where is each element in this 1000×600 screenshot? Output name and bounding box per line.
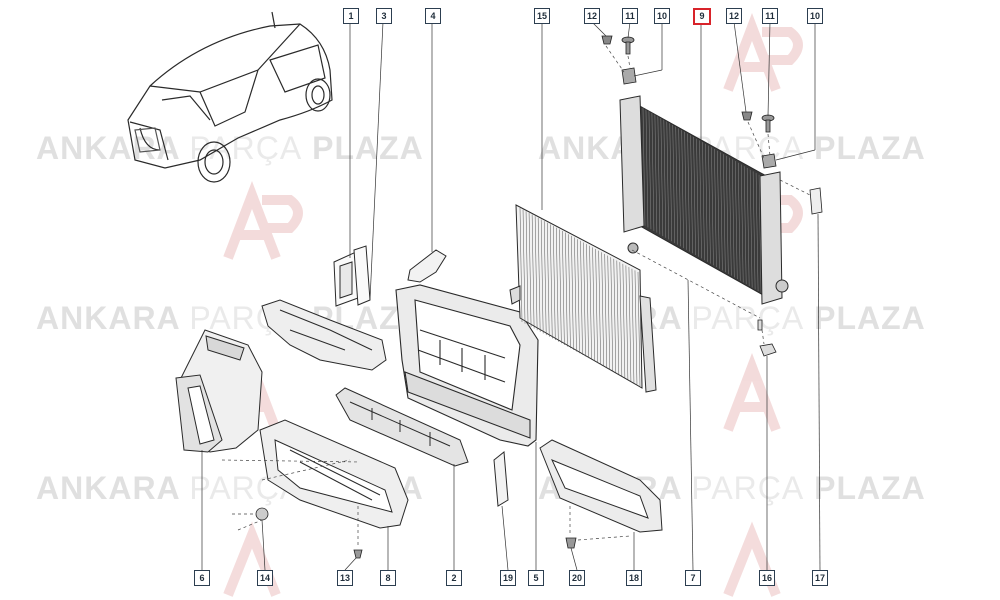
callout-13[interactable]: 13 xyxy=(337,570,353,586)
callout-1[interactable]: 1 xyxy=(343,8,359,24)
assembly-lines xyxy=(221,45,813,548)
part-4-seal xyxy=(407,249,447,283)
callout-12-right[interactable]: 12 xyxy=(726,8,742,24)
fastener-12b xyxy=(741,111,753,121)
fastener-11a xyxy=(621,36,635,55)
callout-19[interactable]: 19 xyxy=(500,570,516,586)
callout-11-right[interactable]: 11 xyxy=(762,8,778,24)
callout-18[interactable]: 18 xyxy=(626,570,642,586)
part-8-lower-frame xyxy=(259,419,409,529)
callout-10-right[interactable]: 10 xyxy=(807,8,823,24)
part-14-clip xyxy=(255,507,269,521)
callout-2[interactable]: 2 xyxy=(446,570,462,586)
callout-17[interactable]: 17 xyxy=(812,570,828,586)
part-20-clip xyxy=(565,537,577,549)
part-13-screw xyxy=(353,549,363,559)
callout-6[interactable]: 6 xyxy=(194,570,210,586)
part-17-clip xyxy=(809,187,823,215)
car-illustration xyxy=(127,11,333,183)
part-6-air-duct xyxy=(175,329,263,453)
callout-20[interactable]: 20 xyxy=(569,570,585,586)
part-15-condenser xyxy=(509,204,657,393)
part-2-deflector xyxy=(335,387,469,467)
callout-9-highlighted[interactable]: 9 xyxy=(693,8,711,25)
leader-lines xyxy=(201,21,821,571)
callout-5[interactable]: 5 xyxy=(528,570,544,586)
part-16-bushing xyxy=(757,319,777,357)
callout-4[interactable]: 4 xyxy=(425,8,441,24)
callout-12-left[interactable]: 12 xyxy=(584,8,600,24)
fastener-11b xyxy=(761,114,775,133)
fastener-10a xyxy=(621,67,637,85)
part-5-front-carrier xyxy=(395,284,539,447)
part-9-radiator xyxy=(619,95,789,305)
callout-3[interactable]: 3 xyxy=(376,8,392,24)
callout-15[interactable]: 15 xyxy=(534,8,550,24)
callout-16[interactable]: 16 xyxy=(759,570,775,586)
watermark-row-1: ANKARA PARÇA PLAZA xyxy=(36,130,424,166)
callout-8[interactable]: 8 xyxy=(380,570,396,586)
callout-10-left[interactable]: 10 xyxy=(654,8,670,24)
part-19-bracket xyxy=(493,451,509,507)
upper-air-guide xyxy=(261,299,387,371)
part-18-deflector xyxy=(539,439,663,533)
fastener-12a xyxy=(601,35,613,45)
callout-14[interactable]: 14 xyxy=(257,570,273,586)
fastener-10b xyxy=(761,153,777,169)
callout-11-left[interactable]: 11 xyxy=(622,8,638,24)
callout-7[interactable]: 7 xyxy=(685,570,701,586)
